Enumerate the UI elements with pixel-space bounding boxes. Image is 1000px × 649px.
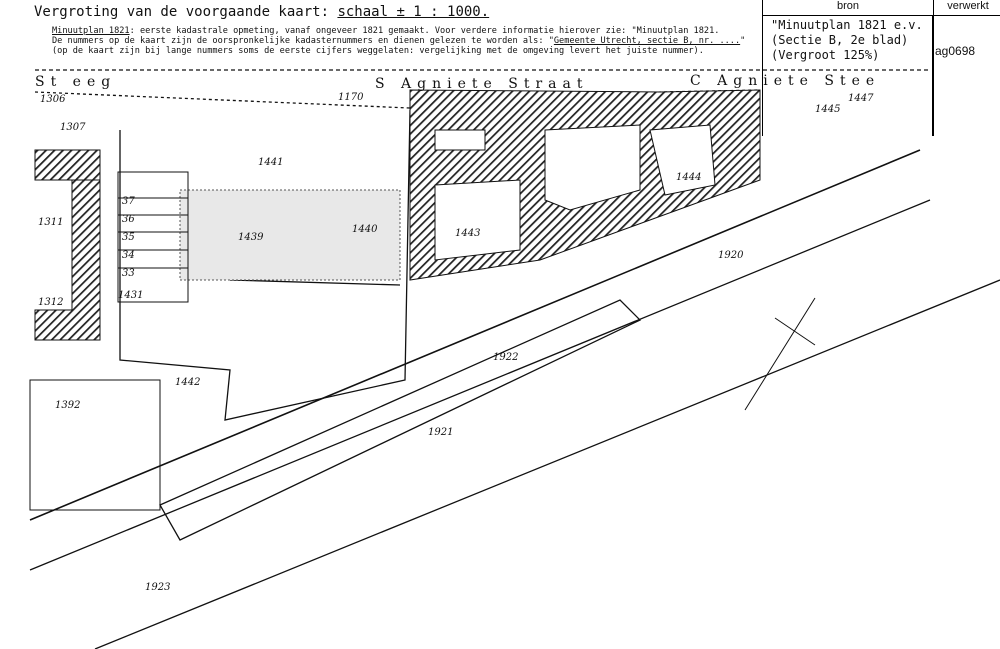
parcel-number: 36 [122, 214, 135, 225]
parcel-number: 35 [122, 232, 135, 243]
parcel-number: 1170 [338, 92, 364, 103]
verwerkt-code: ag0698 [935, 44, 976, 58]
street-label-steeg: St eeg [35, 74, 116, 90]
street-label-agniete-straat: S Agniete Straat [375, 76, 588, 92]
parcel-number: 1392 [55, 400, 80, 411]
parcel-number: 1440 [352, 224, 378, 235]
info-line3: (op de kaart zijn bij lange nummers soms… [52, 46, 704, 56]
parcel-number: 1445 [815, 104, 840, 115]
parcel-number: 1922 [493, 352, 518, 363]
parcel-number: 1444 [676, 172, 701, 183]
title-scale: schaal ± 1 : 1000. [337, 4, 490, 20]
parcel-number: 1923 [145, 582, 170, 593]
info-link-gemeente: Gemeente Utrecht, sectie B, nr. .... [553, 36, 741, 46]
info-line1: : eerste kadastrale opmeting, vanaf onge… [129, 26, 720, 36]
parcel-number: 1439 [238, 232, 264, 243]
parcel-number: 34 [122, 250, 135, 261]
info-line2: De nummers op de kaart zijn de oorspronk… [52, 36, 554, 46]
parcel-numbers: 1170 1441 1439 1440 1443 1444 1445 1447 … [38, 92, 874, 593]
document-title: Vergroting van de voorgaande kaart: scha… [34, 4, 489, 20]
parcel-number: 1921 [428, 427, 453, 438]
parcel-number: 1431 [118, 290, 143, 301]
parcel-number: 33 [122, 268, 135, 279]
parcel-number: 1311 [38, 217, 63, 228]
street-label-agniete-steeg: C Agniete Stee [690, 73, 880, 89]
parcel-number: 1312 [38, 297, 63, 308]
parcel-number: 1442 [175, 377, 200, 388]
bron-header: bron [763, 0, 933, 16]
parcel-number: 1443 [455, 228, 480, 239]
parcel-number: 1306 [40, 94, 66, 105]
source-text: "Minuutplan 1821 e.v. (Sectie B, 2e blad… [771, 18, 923, 63]
info-line2-end: " [740, 36, 746, 46]
parcel-number: 1307 [60, 122, 86, 133]
source-line: (Vergroot 125%) [771, 48, 880, 62]
parcel-number: 1447 [848, 93, 874, 104]
verwerkt-header: verwerkt [933, 0, 1000, 16]
info-text: Minuutplan 1821: eerste kadastrale opmet… [52, 26, 745, 56]
title-prefix: Vergroting van de voorgaande kaart: [34, 4, 338, 20]
parcel-number: 1441 [258, 157, 283, 168]
source-line: (Sectie B, 2e blad) [771, 33, 909, 47]
source-box: bron verwerkt "Minuutplan 1821 e.v. (Sec… [762, 0, 1000, 136]
source-line: "Minuutplan 1821 e.v. [771, 18, 923, 32]
parcel-number: 1920 [718, 250, 744, 261]
canal-edge [29, 149, 921, 521]
info-link-minuutplan: Minuutplan 1821 [52, 26, 130, 36]
parcel-number: 37 [122, 196, 135, 207]
divider [932, 15, 934, 136]
